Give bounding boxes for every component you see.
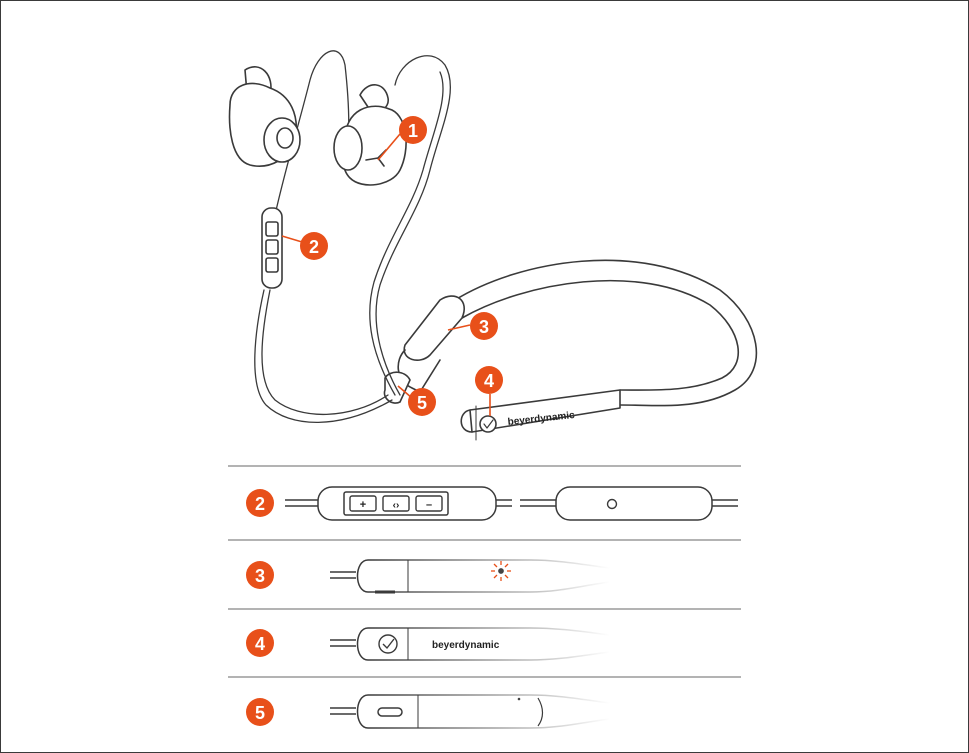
callout-5: 5 [408,388,436,416]
led-indicator-icon [491,561,511,581]
callout-4-detail: 4 [246,629,274,657]
brand-label-detail: beyerdynamic [432,640,500,651]
detail-row-led: 3 [246,560,610,592]
svg-text:4: 4 [484,371,494,391]
svg-text:5: 5 [255,703,265,723]
detail-row-remote: 2 + ‹› – [246,487,738,520]
callout-5-detail: 5 [246,698,274,726]
neckband [384,260,756,432]
volume-down-button: – [416,496,442,511]
svg-text:3: 3 [479,317,489,337]
detail-row-power: 4 beyerdynamic [246,628,610,660]
svg-text:+: + [360,499,366,511]
earbud-right-icon [334,85,406,185]
microphone-hole-icon [518,698,521,701]
callout-4: 4 [475,366,503,394]
callout-3: 3 [470,312,498,340]
detail-row-usb: 5 [246,695,610,728]
microphone-icon [608,500,617,509]
svg-text:2: 2 [309,237,319,257]
svg-text:4: 4 [255,634,265,654]
volume-up-button: + [350,496,376,511]
callout-2: 2 [300,232,328,260]
inline-remote-icon [262,208,282,288]
earbud-left-icon [230,67,300,166]
svg-text:–: – [426,499,432,511]
usb-c-port-icon [378,708,402,716]
svg-text:3: 3 [255,566,265,586]
power-button-icon [379,635,397,653]
svg-text:‹›: ‹› [393,500,400,511]
callout-3-detail: 3 [246,561,274,589]
remote-back [520,487,738,520]
callout-1: 1 [399,116,427,144]
play-pause-button: ‹› [383,496,409,511]
svg-text:5: 5 [417,393,427,413]
callout-2-detail: 2 [246,489,274,517]
svg-text:1: 1 [408,121,418,141]
svg-text:2: 2 [255,494,265,514]
